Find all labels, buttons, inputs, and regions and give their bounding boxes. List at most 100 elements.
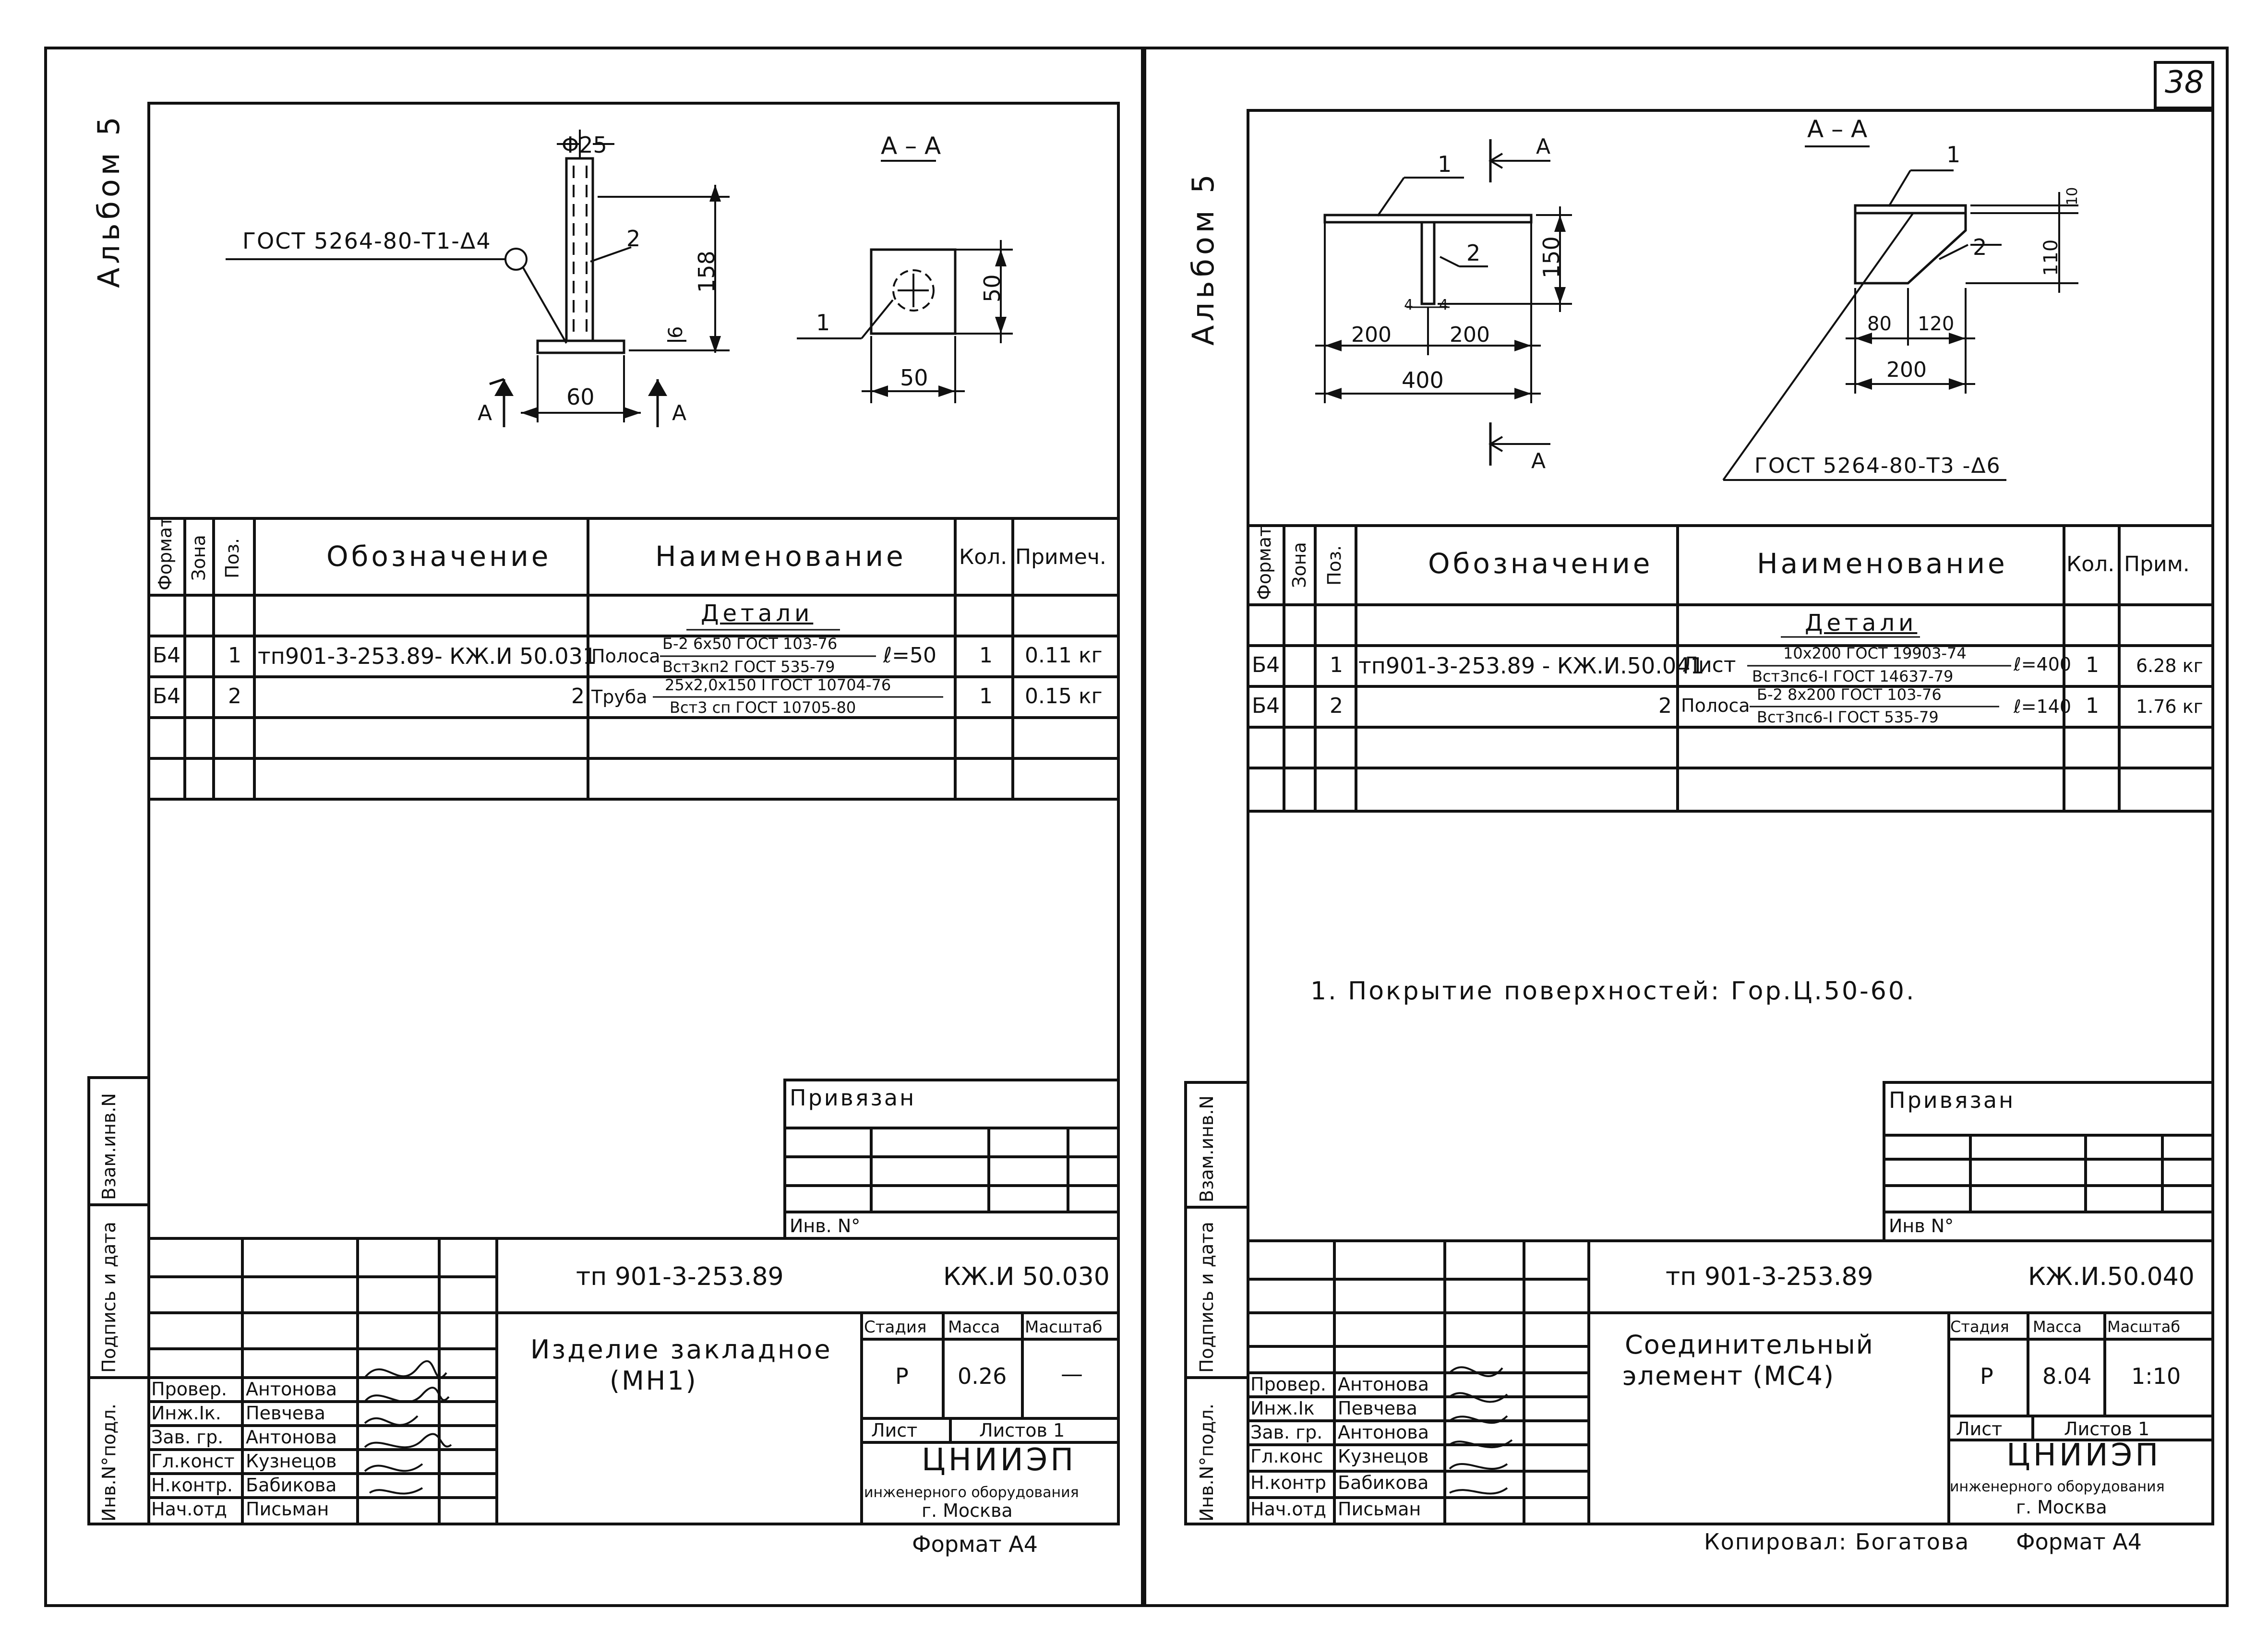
left-cut-a-left: А: [478, 401, 492, 425]
right-section-dim-200: 200: [1886, 358, 1927, 382]
right-tb-org-sub: инженерного оборудования: [1950, 1478, 2165, 1495]
left-spec-h-designation: Обозначение: [326, 540, 552, 573]
right-row2-name-main: Полоса: [1681, 695, 1750, 716]
signatures: [364, 1360, 1513, 1495]
right-tb-role-1: Провер.: [1250, 1374, 1326, 1395]
left-tb-name-p5: Бабикова: [246, 1475, 337, 1496]
right-tb-sheets-h: Листов 1: [2064, 1418, 2150, 1440]
left-side-inv-dup: Взам.инв.N: [98, 1093, 120, 1200]
right-tb-name-p3: Антонова: [1338, 1422, 1429, 1443]
left-dim-6: 6: [665, 326, 687, 338]
right-dim-200a: 200: [1351, 323, 1392, 347]
right-row1-qty: 1: [2086, 653, 2099, 677]
right-cut-a-bottom: А: [1531, 449, 1546, 473]
left-tb-org: ЦНИИЭП: [922, 1442, 1077, 1478]
right-section-dim-10: 10: [2064, 187, 2081, 205]
right-tb-org: ЦНИИЭП: [2006, 1438, 2161, 1473]
right-row2-format: Б4: [1252, 694, 1280, 718]
left-tb-role-5: Н.контр.: [151, 1475, 233, 1496]
right-format: Формат А4: [2016, 1529, 2142, 1555]
left-tb-scale: —: [1061, 1361, 1083, 1387]
left-tb-mass: 0.26: [958, 1363, 1007, 1389]
right-tb-scale: 1:10: [2131, 1363, 2181, 1389]
right-row1-designation: тп901-3-253.89 - КЖ.И.50.041: [1358, 653, 1704, 679]
right-weld-note: ГОСТ 5264-80-Т3 -Δ6: [1754, 454, 2001, 478]
left-tb-sheets-h: Листов 1: [979, 1420, 1065, 1441]
right-tb-name-p1: Антонова: [1338, 1374, 1429, 1395]
left-dim-diameter: Φ25: [562, 132, 607, 158]
right-spec-h-pos: Поз.: [1324, 545, 1345, 586]
right-row2-name-den: Вст3пс6-I ГОСТ 535-79: [1757, 708, 1939, 726]
right-spec-h-name: Наименование: [1757, 547, 2008, 580]
left-tb-sheet-h: Лист: [871, 1420, 918, 1441]
right-side-sign-date: Подпись и дата: [1196, 1222, 1217, 1373]
right-row2-pos: 2: [1330, 694, 1343, 718]
left-row1-qty: 1: [979, 643, 993, 668]
right-row1-note: 6.28 кг: [2136, 655, 2203, 676]
album-label-left: Альбом 5: [91, 113, 126, 288]
right-spec-h-zone: Зона: [1289, 542, 1310, 588]
right-dim-200b: 200: [1450, 323, 1490, 347]
right-row2-designation: 2: [1658, 694, 1672, 718]
left-row1-format: Б4: [153, 643, 181, 668]
left-row2-name-num: 25х2,0х150 I ГОСТ 10704-76: [665, 676, 891, 694]
right-row2-name-num: Б-2 8х200 ГОСТ 103-76: [1757, 685, 1942, 704]
right-tb-name-p5: Бабикова: [1338, 1472, 1429, 1493]
left-row2-pos: 2: [228, 684, 241, 708]
right-tb-stage: Р: [1980, 1363, 1993, 1389]
left-cut-a-right: А: [672, 401, 687, 425]
right-section-title: А – А: [1807, 115, 1868, 143]
left-inv-no: Инв. N°: [790, 1215, 861, 1236]
right-spec-h-note: Прим.: [2124, 552, 2190, 576]
right-cut-a-top: А: [1536, 134, 1551, 159]
right-tb-sheet-h: Лист: [1956, 1418, 2003, 1440]
right-tb-name-p4: Кузнецов: [1338, 1446, 1429, 1467]
right-side-inv-orig: Инв.N°подл.: [1196, 1404, 1217, 1522]
left-tb-stage-h: Стадия: [864, 1318, 927, 1337]
left-tb-role-1: Провер.: [151, 1379, 227, 1400]
right-tb-scale-h: Масштаб: [2107, 1318, 2181, 1336]
sheet-number: 38: [2165, 65, 2204, 100]
right-section-pos-1: 1: [1946, 142, 1961, 168]
left-row2-qty: 1: [979, 684, 993, 708]
left-tb-name-p4: Кузнецов: [246, 1451, 337, 1472]
left-tb-name-2: (МН1): [610, 1366, 698, 1396]
right-tb-mark: КЖ.И.50.040: [2028, 1262, 2195, 1291]
right-tb-name-2: элемент (МС4): [1622, 1361, 1835, 1391]
left-dim-158: 158: [694, 251, 720, 293]
left-section-pos-1: 1: [816, 310, 830, 336]
right-row1-name-len: ℓ=400: [2014, 654, 2072, 675]
left-weld-note: ГОСТ 5264-80-Т1-Δ4: [242, 228, 492, 254]
left-spec-h-zone: Зона: [188, 535, 209, 581]
right-tb-name-p6: Письман: [1338, 1499, 1421, 1520]
right-row2-name-len: ℓ=140: [2014, 696, 2072, 717]
left-tb-city: г. Москва: [922, 1500, 1013, 1521]
right-spec-h-designation: Обозначение: [1428, 547, 1653, 580]
left-tb-name-p6: Письман: [246, 1499, 329, 1520]
right-tb-role-4: Гл.конс: [1250, 1446, 1323, 1467]
right-row2-note: 1.76 кг: [2136, 696, 2203, 717]
left-row1-name-den: Вст3кп2 ГОСТ 535-79: [662, 658, 835, 676]
left-side-inv-orig: Инв.N°подл.: [98, 1404, 120, 1522]
left-row1-name-num: Б-2 6х50 ГОСТ 103-76: [662, 635, 838, 653]
left-row2-designation: 2: [571, 684, 585, 708]
right-copied-by: Копировал: Богатова: [1704, 1529, 1970, 1555]
left-row1-designation: тп901-3-253.89- КЖ.И 50.031: [258, 643, 597, 669]
left-pos-2: 2: [626, 226, 641, 252]
left-format: Формат А4: [912, 1531, 1038, 1557]
right-row1-name-main: Лист: [1682, 653, 1736, 677]
left-row2-format: Б4: [153, 684, 181, 708]
right-row1-name-den: Вст3пс6-I ГОСТ 14637-79: [1752, 667, 1954, 685]
left-spec-h-format: Формат: [155, 516, 176, 590]
right-tb-city: г. Москва: [2016, 1497, 2107, 1518]
right-tb-mass-h: Масса: [2033, 1318, 2082, 1336]
left-row1-note: 0.11 кг: [1025, 643, 1103, 668]
left-spec-h-note: Примеч.: [1015, 545, 1106, 569]
left-row1-name-len: ℓ=50: [883, 643, 937, 668]
right-spec-h-format: Формат: [1254, 526, 1275, 600]
left-tb-name-p1: Антонова: [246, 1379, 337, 1400]
left-tb-scale-h: Масштаб: [1025, 1318, 1103, 1337]
right-row1-format: Б4: [1252, 653, 1280, 677]
left-tb-role-2: Инж.Iк.: [151, 1403, 221, 1424]
